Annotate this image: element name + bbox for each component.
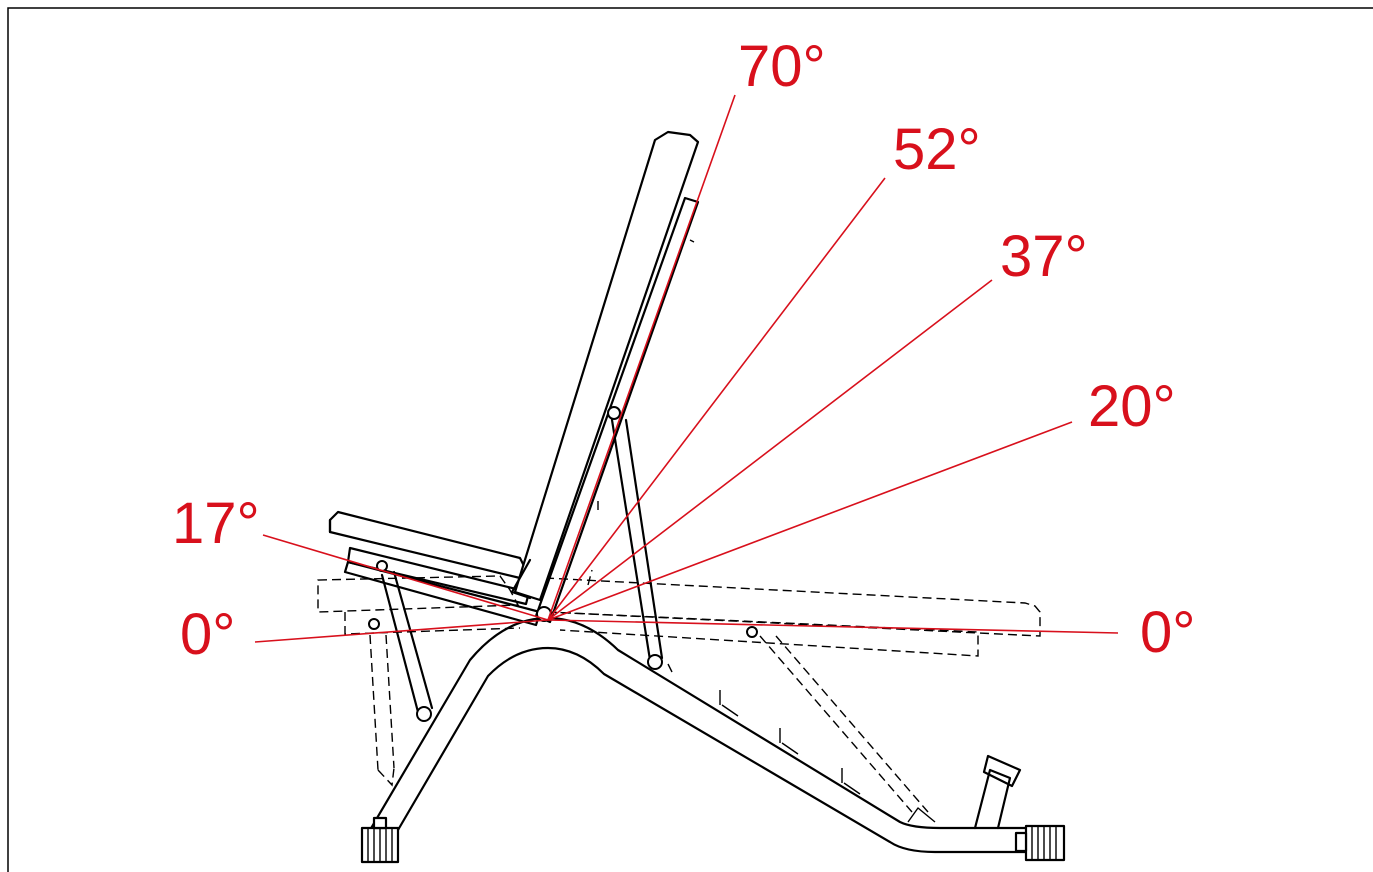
ray-0-right bbox=[547, 619, 1119, 634]
angle-rays bbox=[254, 94, 1119, 643]
seat-pad bbox=[328, 510, 542, 722]
label-37: 37° bbox=[1000, 224, 1088, 289]
label-52: 52° bbox=[893, 117, 981, 182]
ray-70 bbox=[547, 94, 736, 621]
ray-0-left bbox=[254, 619, 549, 643]
bench-frame bbox=[360, 616, 1066, 864]
ray-17-left bbox=[262, 534, 549, 621]
back-strut-pin bbox=[647, 654, 663, 670]
angle-labels: 70° 52° 37° 20° 0° 17° 0° bbox=[172, 34, 1195, 667]
ray-37 bbox=[547, 279, 993, 621]
diagram-border bbox=[7, 7, 1373, 872]
back-pad bbox=[510, 130, 758, 670]
label-0-right: 0° bbox=[1140, 600, 1195, 665]
flat-position-outline bbox=[317, 500, 1041, 813]
ray-20 bbox=[547, 421, 1073, 621]
back-bolt bbox=[607, 406, 621, 420]
label-20: 20° bbox=[1088, 374, 1176, 439]
label-0-left: 0° bbox=[180, 602, 235, 667]
ray-52 bbox=[547, 177, 886, 621]
label-17: 17° bbox=[172, 491, 260, 556]
label-70: 70° bbox=[738, 34, 826, 99]
seat-leg-pin bbox=[416, 706, 432, 722]
